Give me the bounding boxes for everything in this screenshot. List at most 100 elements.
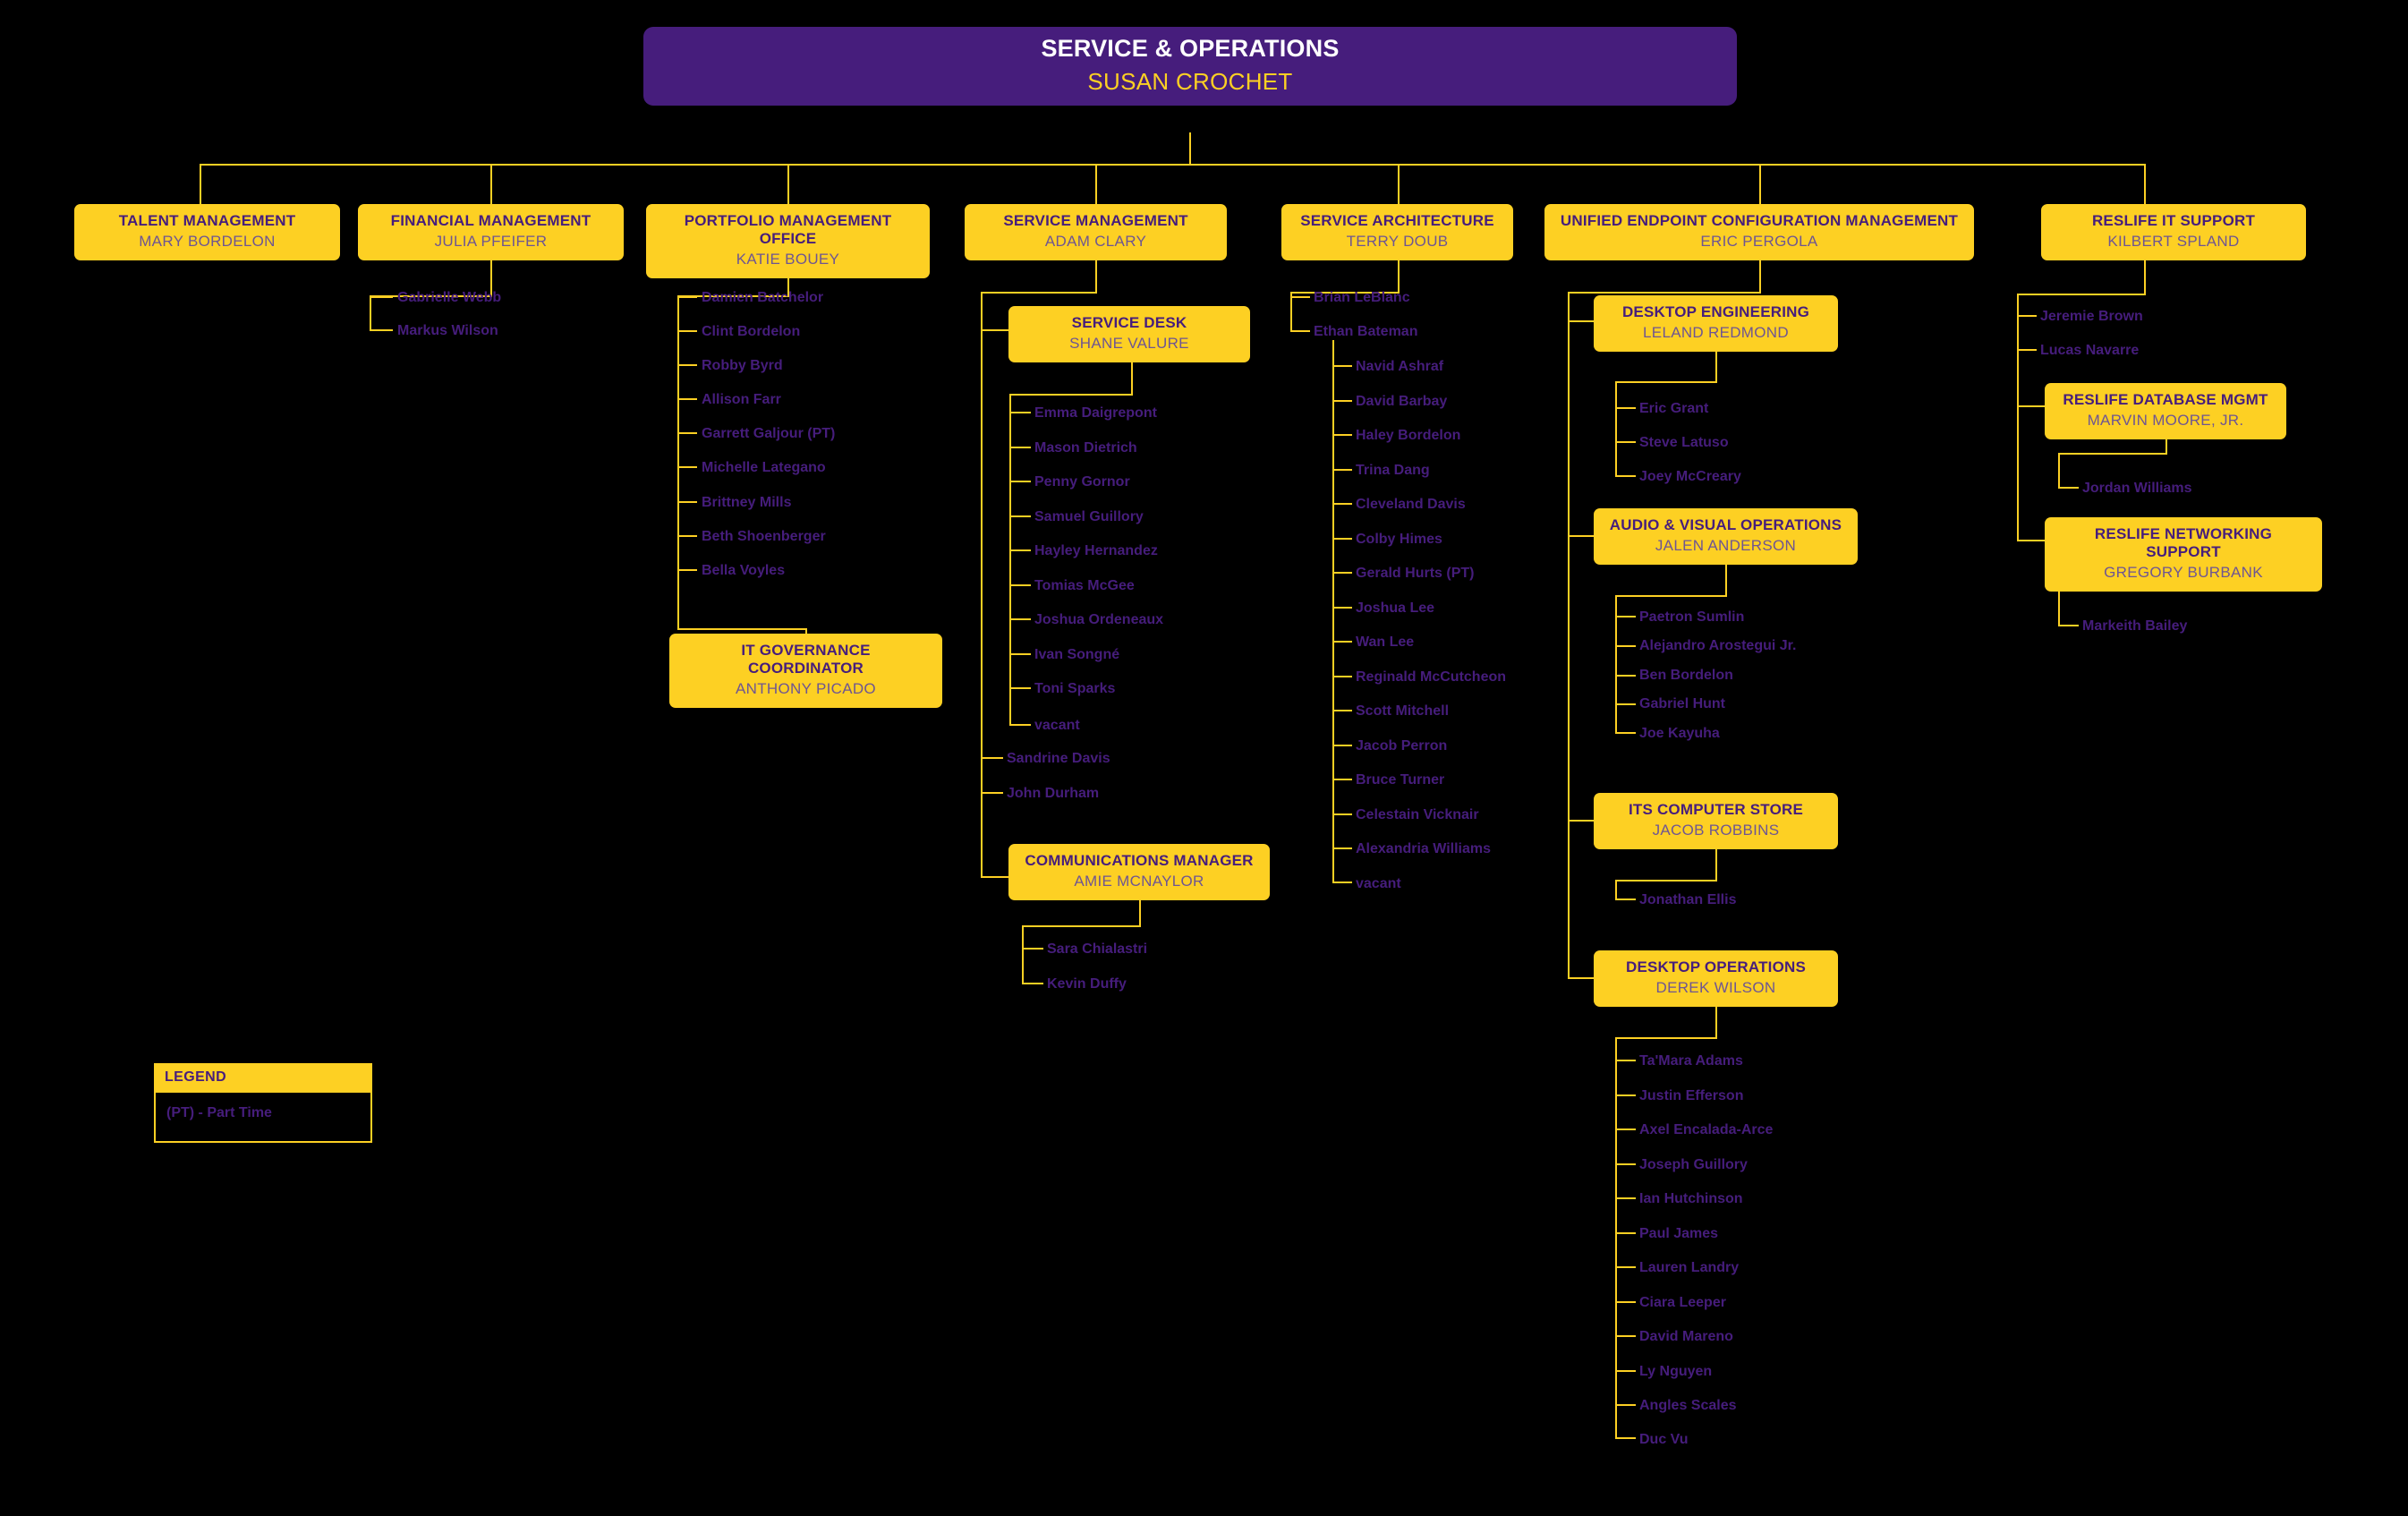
node-communications-manager[interactable]: COMMUNICATIONS MANAGER AMIE MCNAYLOR xyxy=(1008,844,1270,901)
connector xyxy=(1615,1370,1636,1372)
staff-name: Markeith Bailey xyxy=(2082,618,2188,634)
node-title: SERVICE MANAGEMENT xyxy=(1003,212,1188,229)
connector xyxy=(1615,1197,1636,1199)
node-person: LELAND REDMOND xyxy=(1643,324,1789,342)
staff-name: Lauren Landry xyxy=(1639,1260,1740,1275)
connector xyxy=(1009,618,1031,620)
connector xyxy=(1715,1001,1717,1039)
staff-name: Brian LeBlanc xyxy=(1314,290,1410,305)
node-person: ADAM CLARY xyxy=(1044,233,1147,251)
connector xyxy=(1009,394,1133,396)
connector xyxy=(1725,559,1727,597)
connector xyxy=(1022,925,1141,927)
connector xyxy=(981,876,1009,878)
staff-name: Angles Scales xyxy=(1639,1398,1737,1413)
connector xyxy=(1568,977,1595,979)
connector xyxy=(677,296,697,298)
staff-name: Eric Grant xyxy=(1639,401,1709,416)
node-service-desk[interactable]: SERVICE DESK SHANE VALURE xyxy=(1008,306,1250,363)
staff-name: David Barbay xyxy=(1356,394,1448,409)
connector xyxy=(2017,540,2046,541)
connector xyxy=(677,398,697,400)
node-person: JALEN ANDERSON xyxy=(1655,537,1797,555)
connector xyxy=(2058,453,2060,489)
node-title: FINANCIAL MANAGEMENT xyxy=(390,212,591,229)
connector xyxy=(1290,296,1310,298)
connector xyxy=(1131,356,1133,396)
node-service-management[interactable]: SERVICE MANAGEMENT ADAM CLARY xyxy=(965,204,1227,261)
staff-name: Steve Latuso xyxy=(1639,435,1729,450)
connector xyxy=(1615,880,1617,900)
staff-name: David Mareno xyxy=(1639,1329,1733,1344)
connector xyxy=(1290,330,1310,332)
node-audio-visual-operations[interactable]: AUDIO & VISUAL OPERATIONS JALEN ANDERSON xyxy=(1594,508,1858,566)
node-reslife-networking-support[interactable]: RESLIFE NETWORKING SUPPORT GREGORY BURBA… xyxy=(2045,517,2322,592)
staff-name: Joshua Ordeneaux xyxy=(1034,612,1164,627)
connector xyxy=(1568,820,1595,822)
node-title: COMMUNICATIONS MANAGER xyxy=(1025,852,1254,869)
connector xyxy=(1615,645,1636,647)
node-title: UNIFIED ENDPOINT CONFIGURATION MANAGEMEN… xyxy=(1560,212,1959,229)
connector xyxy=(1009,481,1031,482)
connector xyxy=(1332,813,1352,815)
node-reslife-it-support[interactable]: RESLIFE IT SUPPORT KILBERT SPLAND xyxy=(2041,204,2306,261)
staff-name: Duc Vu xyxy=(1639,1432,1689,1447)
node-desktop-operations[interactable]: DESKTOP OPERATIONS DEREK WILSON xyxy=(1594,950,1838,1008)
staff-name: Jacob Perron xyxy=(1356,738,1448,754)
node-service-operations[interactable]: SERVICE & OPERATIONS SUSAN CROCHET xyxy=(643,27,1737,106)
node-reslife-database-mgmt[interactable]: RESLIFE DATABASE MGMT MARVIN MOORE, JR. xyxy=(2045,383,2286,440)
node-person: KATIE BOUEY xyxy=(736,251,840,268)
staff-name: Tomias McGee xyxy=(1034,578,1135,593)
staff-name: Hayley Hernandez xyxy=(1034,543,1158,558)
node-portfolio-management-office[interactable]: PORTFOLIO MANAGEMENT OFFICE KATIE BOUEY xyxy=(646,204,930,279)
node-desktop-engineering[interactable]: DESKTOP ENGINEERING LELAND REDMOND xyxy=(1594,295,1838,353)
connector xyxy=(1332,710,1352,711)
staff-name: Cleveland Davis xyxy=(1356,497,1466,512)
connector xyxy=(1290,292,1292,331)
connector xyxy=(1568,292,1570,978)
staff-name: Allison Farr xyxy=(702,392,781,407)
connector xyxy=(1332,538,1352,540)
connector xyxy=(1568,320,1595,322)
staff-name: Sandrine Davis xyxy=(1007,751,1110,766)
connector xyxy=(1095,164,1097,206)
connector xyxy=(1715,345,1717,383)
node-its-computer-store[interactable]: ITS COMPUTER STORE JACOB ROBBINS xyxy=(1594,793,1838,850)
node-title: IT GOVERNANCE COORDINATOR xyxy=(741,642,871,677)
node-title: PORTFOLIO MANAGEMENT OFFICE xyxy=(684,212,892,248)
node-it-governance-coordinator[interactable]: IT GOVERNANCE COORDINATOR ANTHONY PICADO xyxy=(669,634,942,709)
node-title: RESLIFE DATABASE MGMT xyxy=(2063,391,2268,408)
connector xyxy=(1615,1060,1636,1061)
connector xyxy=(1290,292,1400,294)
connector xyxy=(2017,349,2037,351)
staff-name: Scott Mitchell xyxy=(1356,703,1450,719)
staff-name: Gabrielle Webb xyxy=(397,290,502,305)
connector xyxy=(2017,294,2019,541)
connector xyxy=(1332,847,1352,849)
node-title: SERVICE & OPERATIONS xyxy=(1041,35,1340,62)
staff-name: Alexandria Williams xyxy=(1356,841,1492,856)
node-talent-management[interactable]: TALENT MANAGEMENT MARY BORDELON xyxy=(74,204,340,261)
connector xyxy=(2017,315,2037,317)
staff-name: Colby Himes xyxy=(1356,532,1442,547)
node-service-architecture[interactable]: SERVICE ARCHITECTURE TERRY DOUB xyxy=(1281,204,1513,261)
connector xyxy=(1715,844,1717,881)
node-person: AMIE MCNAYLOR xyxy=(1074,873,1204,890)
staff-name: Paul James xyxy=(1639,1226,1719,1241)
connector xyxy=(981,792,1003,794)
node-unified-endpoint-configuration-management[interactable]: UNIFIED ENDPOINT CONFIGURATION MANAGEMEN… xyxy=(1544,204,1974,261)
legend-heading: LEGEND xyxy=(154,1063,372,1093)
legend-entry-part-time: (PT) - Part Time xyxy=(154,1093,372,1143)
staff-name: John Durham xyxy=(1007,786,1100,801)
staff-name: Jeremie Brown xyxy=(2040,309,2143,324)
node-title: RESLIFE NETWORKING SUPPORT xyxy=(2094,525,2273,561)
connector xyxy=(1009,653,1031,655)
node-title: DESKTOP OPERATIONS xyxy=(1625,958,1807,975)
staff-name: Justin Efferson xyxy=(1639,1088,1744,1103)
node-financial-management[interactable]: FINANCIAL MANAGEMENT JULIA PFEIFER xyxy=(358,204,624,261)
connector xyxy=(1332,745,1352,746)
connector xyxy=(1615,616,1636,617)
connector xyxy=(1009,549,1031,551)
connector xyxy=(2058,625,2079,626)
